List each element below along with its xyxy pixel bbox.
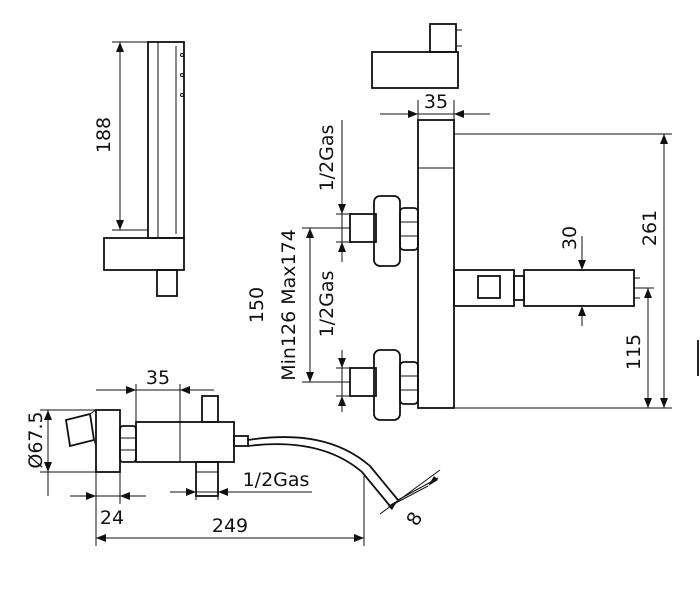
top-width-dimension: 35 [380,91,490,120]
dimension-261: 261 [639,210,661,246]
top-view [371,23,462,89]
hose-diameter-dimension: 8 [379,469,441,530]
outlet-diameter-dimension: 30 [559,226,586,326]
overall-height-dimension: 261 [454,133,672,409]
body-width-dimension: 35 [96,367,214,422]
mixer-side-view [64,395,249,497]
dimension-35-side: 35 [146,367,170,389]
dimension-rosette-diameter: Ø67.5 [25,411,47,468]
shower-hose [247,436,399,507]
dimension-249: 249 [212,515,248,537]
dimension-30: 30 [559,226,581,250]
mixer-front-view [349,119,640,421]
top-inlet-thread-dimension: 1/2Gas [316,120,350,262]
bottom-inlet-thread-dimension: 1/2Gas [316,271,350,412]
handshower-length-dimension: 188 [93,41,148,231]
rosette-diameter-dimension: Ø67.5 [25,409,96,496]
handshower-side-view [103,41,185,297]
outlet-height-dimension: 115 [623,287,654,408]
dimension-35-top: 35 [424,91,448,113]
dimension-half-gas-bottom: 1/2Gas [316,271,338,338]
projection-dimension: 249 [95,476,365,546]
dimension-min-max: Min126 Max174 [278,229,300,381]
wall-offset-dimension: 24 [70,472,146,529]
dimension-24: 24 [100,507,124,529]
outlet-thread-dimension: 1/2Gas [170,469,312,500]
dimension-115: 115 [623,334,645,370]
dimension-150: 150 [246,287,268,323]
inlet-spacing-dimension: 150 Min126 Max174 [246,227,350,383]
dimension-half-gas-outlet: 1/2Gas [243,469,310,491]
dimension-188: 188 [93,117,115,153]
dimension-8: 8 [402,508,427,529]
dimension-half-gas-top: 1/2Gas [316,125,338,192]
